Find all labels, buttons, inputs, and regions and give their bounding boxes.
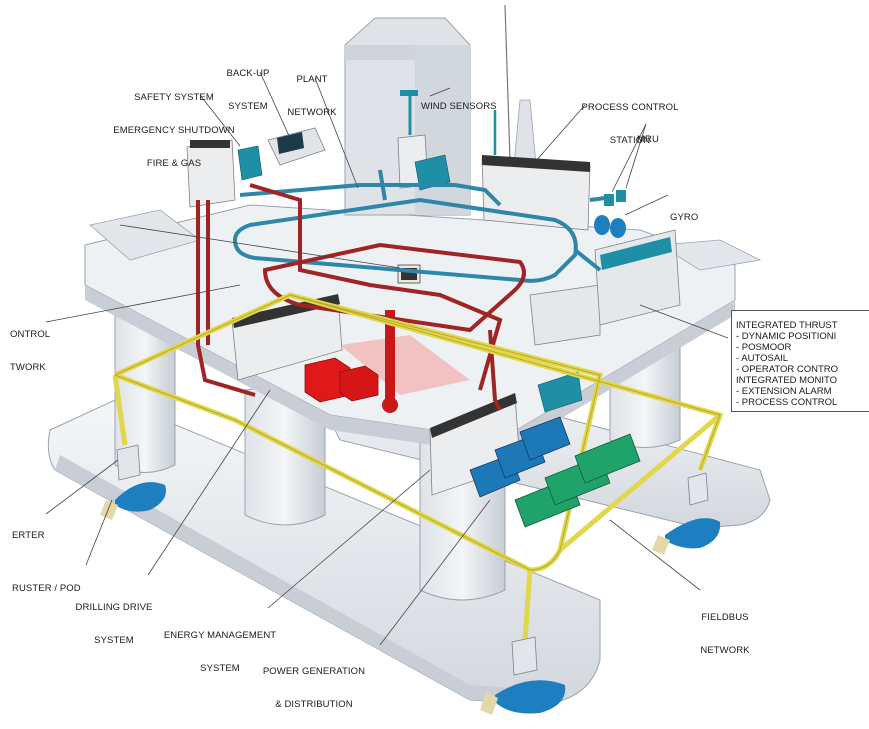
- drill-floor: [340, 310, 470, 413]
- label-plant-network: PLANT NETWORK: [280, 52, 344, 129]
- thruster-control-console: [529, 229, 681, 346]
- ibox-line-2: - DYNAMIC POSITIONI: [736, 331, 837, 342]
- label-safety-line1: SAFETY SYSTEM: [134, 92, 214, 103]
- label-converter-line1: ERTER: [12, 530, 45, 541]
- label-gyro: GYRO: [670, 190, 698, 234]
- label-safety-line3: FIRE & GAS: [146, 158, 202, 169]
- mru-sensors: [604, 190, 626, 206]
- label-pcs-line2: STATION: [609, 135, 651, 146]
- engines-blue: [469, 416, 571, 498]
- label-control-network: ONTROL TWORK: [10, 307, 50, 384]
- label-power-generation: POWER GENERATION & DISTRIBUTION: [258, 644, 370, 721]
- label-drilling-line2: SYSTEM: [94, 635, 134, 646]
- ibox-line-6: INTEGRATED MONITO: [736, 375, 837, 386]
- drilling-drive-machinery: [304, 357, 379, 403]
- fieldbus-lines-outline: [114, 294, 721, 571]
- label-fieldbus-line1: FIELDBUS: [701, 612, 749, 623]
- label-mru: MRU: [637, 112, 659, 156]
- console-safety: [237, 145, 263, 181]
- label-drilling-line1: DRILLING DRIVE: [75, 602, 153, 613]
- label-thruster-pod: RUSTER / POD: [12, 561, 81, 605]
- console-wind: [414, 154, 451, 191]
- ibox-line-3: - POSMOOR: [736, 342, 792, 353]
- gyro-sensors: [594, 215, 626, 238]
- label-power-line1: POWER GENERATION: [262, 666, 366, 677]
- label-gyro-line1: GYRO: [670, 212, 699, 223]
- cabinet-safety: [186, 139, 236, 208]
- integrated-systems-box: INTEGRATED THRUST - DYNAMIC POSITIONI - …: [731, 310, 869, 412]
- label-backup-line2: SYSTEM: [228, 101, 268, 112]
- console-backup: [267, 127, 326, 166]
- label-energy-line2: SYSTEM: [200, 663, 240, 674]
- thruster-pods: [100, 482, 721, 715]
- mast: [504, 4, 537, 166]
- ibox-line-7: - EXTENSION ALARM: [736, 386, 832, 397]
- ibox-line-5: - OPERATOR CONTRO: [736, 364, 839, 375]
- label-plant-line1: PLANT: [296, 74, 328, 85]
- leader-lines: [45, 71, 729, 646]
- label-pcs-line1: PROCESS CONTROL: [581, 102, 679, 113]
- ibox-line-8: - PROCESS CONTROL: [736, 397, 838, 408]
- label-cn-line2: TWORK: [10, 362, 46, 373]
- plant-network-lines: [232, 169, 606, 283]
- engines-green: [514, 433, 641, 528]
- label-safety-line2: EMERGENCY SHUTDOWN: [113, 125, 235, 136]
- label-converter: ERTER: [12, 508, 45, 552]
- label-cn-line1: ONTROL: [10, 329, 51, 340]
- label-safety-system: SAFETY SYSTEM EMERGENCY SHUTDOWN FIRE & …: [84, 70, 264, 180]
- label-wind-line1: WIND SENSORS: [421, 101, 497, 112]
- label-thruster-line1: RUSTER / POD: [12, 583, 81, 594]
- ibox-line-1: INTEGRATED THRUST: [736, 320, 838, 331]
- ibox-line-4: - AUTOSAIL: [736, 353, 789, 364]
- label-backup-system: BACK-UP SYSTEM: [218, 46, 278, 123]
- label-fieldbus-line2: NETWORK: [700, 645, 750, 656]
- label-fieldbus-network: FIELDBUS NETWORK: [690, 590, 760, 667]
- converter-boxes: [116, 444, 709, 676]
- wind-sensor: [400, 90, 497, 155]
- label-mru-line1: MRU: [637, 134, 659, 145]
- label-drilling-drive: DRILLING DRIVE SYSTEM: [66, 580, 162, 657]
- label-plant-line2: NETWORK: [287, 107, 337, 118]
- label-energy-management: ENERGY MANAGEMENT SYSTEM: [158, 608, 282, 685]
- label-energy-line1: ENERGY MANAGEMENT: [163, 630, 277, 641]
- workstation-pc: [397, 264, 421, 284]
- console-right-lower: [537, 371, 583, 413]
- label-process-control-station: PROCESS CONTROL STATION: [570, 80, 690, 157]
- label-power-line2: & DISTRIBUTION: [275, 699, 353, 710]
- label-backup-line1: BACK-UP: [226, 68, 270, 79]
- label-wind-sensors: WIND SENSORS: [421, 79, 497, 123]
